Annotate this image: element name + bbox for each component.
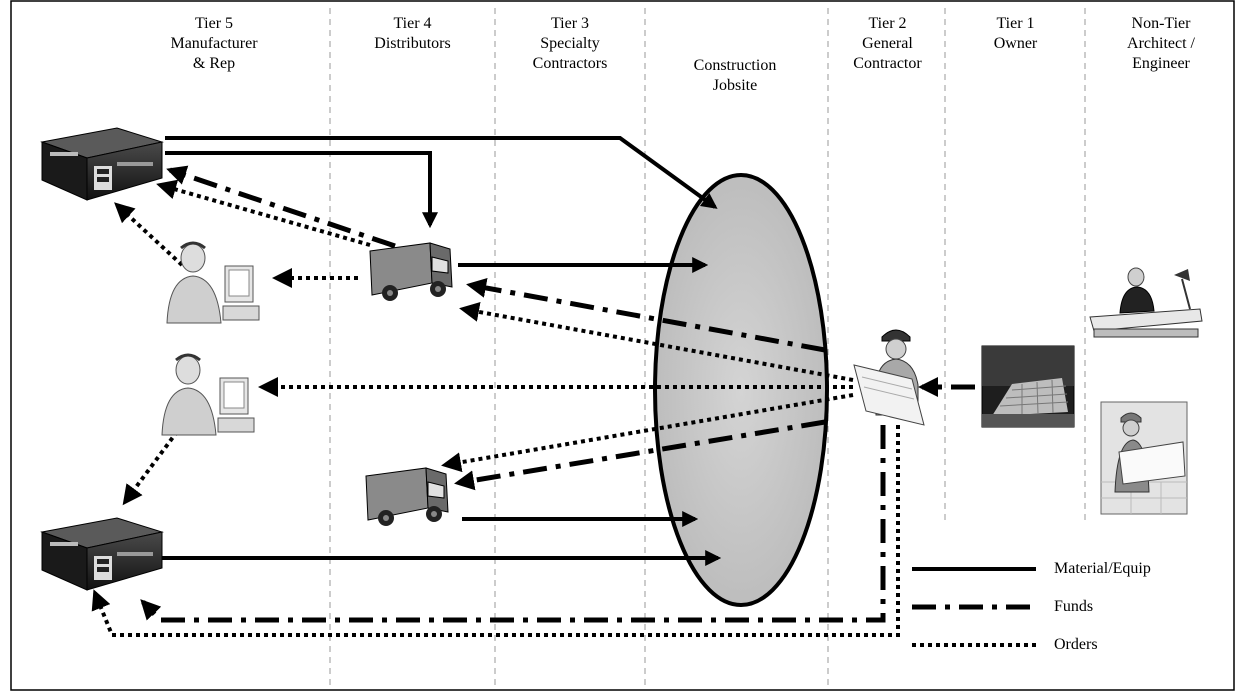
delivery-truck-icon <box>369 242 453 301</box>
header-line: Non-Tier <box>1131 15 1191 32</box>
jobsite-header: Construction Jobsite <box>665 56 805 96</box>
legend <box>912 567 1036 647</box>
header-line: Construction <box>693 57 777 74</box>
sales-rep-at-computer-icon <box>161 353 255 436</box>
jobsite-oval <box>653 173 829 607</box>
header-line: Tier 4 <box>393 15 432 32</box>
material-flows <box>148 136 722 566</box>
header-line: Specialty <box>540 35 600 52</box>
sales-rep-at-computer-icon <box>166 241 260 324</box>
header-line: Distributors <box>374 35 451 52</box>
header-line: Manufacturer <box>170 35 258 52</box>
header-line: Tier 2 <box>868 15 907 32</box>
funds-flows <box>140 165 975 623</box>
delivery-truck-icon <box>365 467 449 526</box>
diagram-frame <box>10 0 1235 691</box>
column-header-tier3: Tier 3 Specialty Contractors <box>505 14 635 74</box>
header-line: Contractor <box>853 55 922 72</box>
engineer-with-blueprint-icon <box>1100 401 1188 515</box>
office-building-photo-icon <box>981 345 1075 428</box>
column-header-tier1: Tier 1 Owner <box>948 14 1083 54</box>
contractor-with-plans-icon <box>853 329 925 426</box>
header-line: Tier 3 <box>550 15 590 32</box>
column-header-tier4: Tier 4 Distributors <box>350 14 475 54</box>
architect-at-drafting-table-icon <box>1089 267 1203 338</box>
column-header-tier5: Tier 5 Manufacturer & Rep <box>150 14 278 74</box>
header-line: Engineer <box>1132 55 1190 72</box>
column-header-non-tier: Non-Tier Architect / Engineer <box>1088 14 1234 74</box>
legend-funds-label: Funds <box>1054 598 1094 615</box>
header-line: Architect / <box>1127 35 1195 52</box>
column-header-tier2: Tier 2 General Contractor <box>830 14 945 74</box>
column-separators <box>329 8 1086 690</box>
orders-flows <box>91 179 900 637</box>
header-line: Contractors <box>532 55 608 72</box>
factory-building-icon <box>40 517 164 591</box>
header-line: General <box>862 35 913 52</box>
header-line: Tier 1 <box>996 15 1035 32</box>
legend-material-label: Material/Equip <box>1054 560 1151 577</box>
header-line: Jobsite <box>712 77 758 94</box>
factory-building-icon <box>40 127 164 201</box>
header-line: Owner <box>993 35 1038 52</box>
header-line: Tier 5 <box>194 15 234 32</box>
legend-orders-label: Orders <box>1054 636 1098 653</box>
header-line: & Rep <box>192 55 236 72</box>
